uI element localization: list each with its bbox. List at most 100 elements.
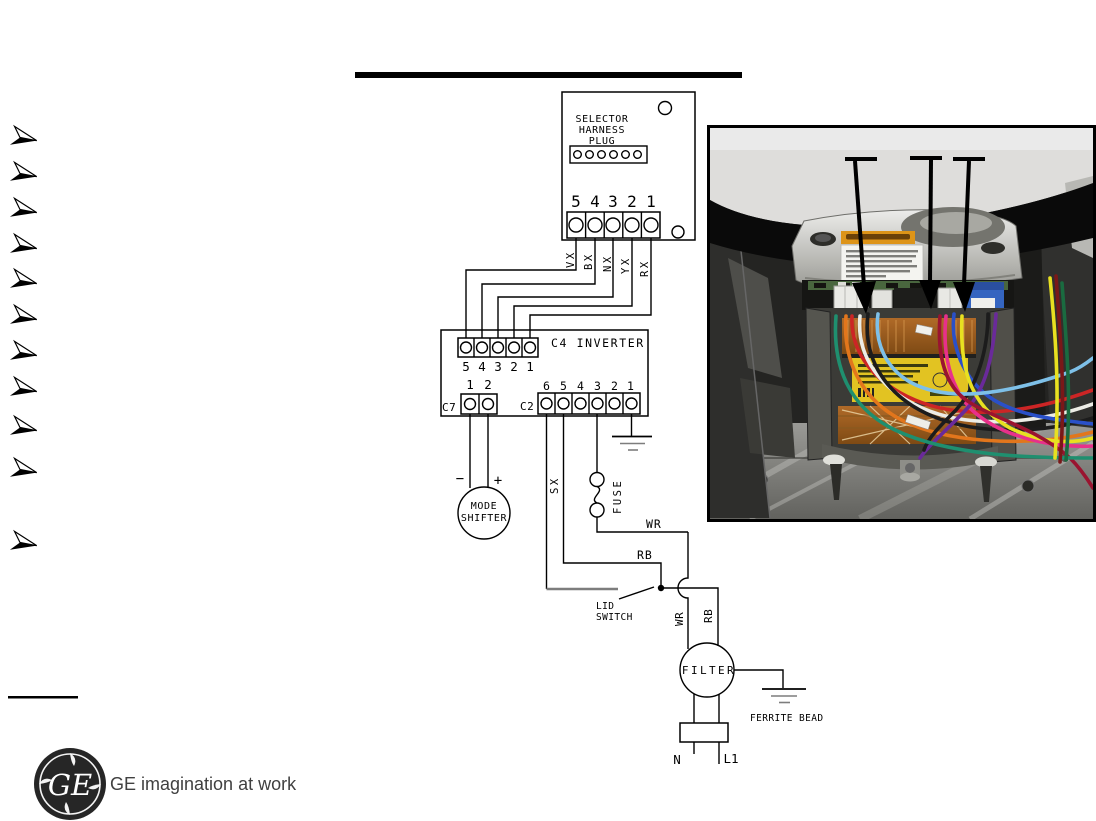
- selector-title-line3: PLUG: [589, 136, 615, 147]
- c2-wiring: SX FUSE WR RB: [545, 414, 688, 589]
- svg-text:4: 4: [478, 359, 486, 374]
- c7-connector: 1 2 C7: [442, 377, 498, 415]
- arrow-bullet-icon: [9, 197, 40, 224]
- c2-connector: 6 5 4 3 2 1 C2: [520, 379, 641, 415]
- svg-text:1: 1: [526, 359, 534, 374]
- arrow-bullet-icon: [9, 415, 40, 442]
- rb-label: RB: [637, 548, 653, 562]
- bullet-list: [9, 125, 40, 557]
- motor-photo: [707, 125, 1096, 522]
- mount-hole-icon: [671, 225, 685, 239]
- mode-shifter: − + MODE SHIFTER: [456, 414, 511, 540]
- ferrite-bead-block: [679, 722, 729, 743]
- wire-label-bx: BX: [583, 252, 595, 270]
- wiring-diagram: SELECTOR HARNESS PLUG 5 4 3 2 1: [440, 91, 823, 767]
- arrow-bullet-icon: [9, 530, 40, 557]
- wire-harness: [833, 274, 1093, 490]
- arrow-bullet-icon: [9, 125, 40, 152]
- svg-text:5: 5: [462, 359, 470, 374]
- ground-symbol: [762, 688, 806, 704]
- fuse: FUSE: [589, 471, 624, 518]
- c7-label: C7: [442, 401, 456, 414]
- arrow-bullet-icon: [9, 233, 40, 260]
- ge-swirls: [39, 753, 101, 815]
- footnote-rule: [8, 696, 78, 699]
- filter-feed-lines: WR RB: [661, 532, 719, 649]
- callout-tick: [953, 157, 985, 161]
- selector-terminal-strip: [566, 211, 661, 239]
- inverter-cover: [791, 207, 1023, 292]
- svg-text:4: 4: [590, 192, 600, 211]
- arrow-head-icon: [919, 280, 941, 309]
- svg-text:3: 3: [494, 359, 502, 374]
- top-divider-bar: [355, 72, 742, 78]
- svg-text:5: 5: [571, 192, 581, 211]
- wr-label: WR: [646, 517, 662, 531]
- plug-pins: [573, 149, 643, 159]
- line1-label: L1: [723, 751, 738, 766]
- ge-roundel: [34, 748, 106, 820]
- callout-tick: [845, 157, 877, 161]
- ge-logo: GE: [34, 748, 106, 820]
- svg-text:1: 1: [646, 192, 656, 211]
- svg-text:2: 2: [627, 192, 637, 211]
- svg-text:2: 2: [484, 377, 492, 392]
- svg-text:3: 3: [608, 192, 618, 211]
- motor-foot: [830, 464, 842, 500]
- svg-text:4: 4: [577, 379, 585, 393]
- svg-text:2: 2: [611, 379, 619, 393]
- arrow-bullet-icon: [9, 161, 40, 188]
- cable-tie: [905, 414, 931, 430]
- arrow-bullet-icon: [9, 268, 40, 295]
- selector-title-line1: SELECTOR: [576, 114, 629, 125]
- svg-text:1: 1: [466, 377, 474, 392]
- svg-text:SWITCH: SWITCH: [596, 612, 633, 623]
- line-filter: FILTER FERRITE BEAD N L1: [673, 642, 823, 767]
- arrow-bullet-icon: [9, 457, 40, 484]
- arrow-bullet-icon: [9, 376, 40, 403]
- svg-text:SHIFTER: SHIFTER: [461, 513, 508, 524]
- cable-tie: [915, 324, 933, 336]
- selector-harness-box: SELECTOR HARNESS PLUG 5 4 3 2 1: [561, 91, 696, 241]
- svg-text:3: 3: [594, 379, 602, 393]
- svg-text:6: 6: [543, 379, 551, 393]
- svg-text:LID: LID: [596, 601, 614, 612]
- arrow-head-icon: [953, 282, 975, 312]
- wr-vertical-label: WR: [673, 612, 686, 626]
- photo-frame: [707, 125, 1096, 522]
- selector-pin-numbers: 5 4 3 2 1: [571, 192, 656, 211]
- ge-tagline: GE imagination at work: [110, 774, 297, 794]
- plus-sign: +: [494, 473, 502, 489]
- inverter-box: C4 INVERTER 5 4 3 2 1 1 2 C7: [440, 329, 649, 417]
- arrow-head-icon: [852, 281, 876, 314]
- filter-label: FILTER: [682, 664, 736, 677]
- minus-sign: −: [456, 471, 464, 487]
- wire-label-vx: VX: [565, 250, 577, 268]
- mount-hole-icon: [657, 100, 673, 116]
- c4-connector: 5 4 3 2 1: [457, 337, 539, 374]
- ge-monogram: GE: [48, 768, 92, 802]
- callout-arrows: [845, 156, 985, 314]
- wire-label-sx: SX: [549, 476, 561, 494]
- selector-to-inverter-wires: VX BX NX YX RX: [465, 238, 652, 338]
- arrow-bullet-icon: [9, 304, 40, 331]
- cabinet-panel: [710, 128, 1093, 227]
- selector-title-line2: HARNESS: [579, 125, 625, 136]
- inverter-label: C4 INVERTER: [551, 336, 645, 350]
- wire-label-yx: YX: [620, 256, 632, 274]
- plug-connector: [569, 145, 648, 164]
- ferrite-bead-label: FERRITE BEAD: [750, 713, 823, 724]
- svg-text:MODE: MODE: [471, 501, 497, 512]
- wire-label-rx: RX: [639, 259, 651, 277]
- motor-shaft: [900, 472, 920, 482]
- wire-label-nx: NX: [602, 254, 614, 272]
- neutral-label: N: [673, 752, 681, 767]
- c2-label: C2: [520, 400, 534, 413]
- arrow-bullet-icon: [9, 340, 40, 367]
- lid-switch: LID SWITCH: [546, 584, 665, 623]
- ground-symbol: [612, 435, 652, 451]
- motor-foot: [980, 466, 992, 502]
- svg-text:1: 1: [627, 379, 635, 393]
